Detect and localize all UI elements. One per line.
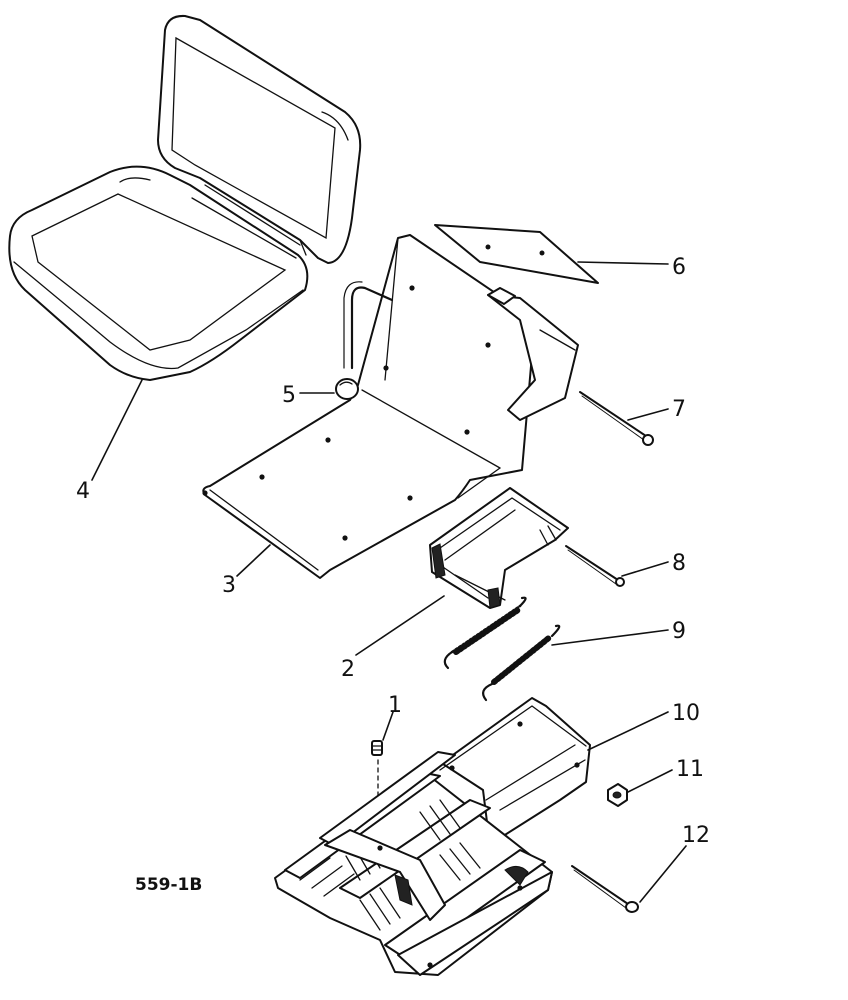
leader-1 (382, 711, 394, 741)
leader-8 (621, 561, 669, 577)
leader-3 (236, 544, 271, 577)
callout-8: 8 (672, 551, 686, 576)
callout-2: 2 (341, 657, 355, 682)
leader-lines (91, 261, 687, 903)
leader-12 (639, 845, 687, 903)
callout-12: 12 (682, 823, 710, 848)
leader-9 (551, 629, 669, 646)
cover-plate (434, 224, 599, 284)
hinge-bracket (429, 487, 569, 609)
callout-4: 4 (76, 479, 90, 504)
callout-6: 6 (672, 255, 686, 280)
leader-6 (577, 261, 669, 265)
adjustment-rod (343, 281, 394, 370)
leader-4 (91, 379, 143, 481)
callout-10: 10 (672, 701, 700, 726)
callout-11: 11 (676, 757, 704, 782)
callout-5: 5 (282, 383, 296, 408)
leader-7 (627, 408, 669, 421)
leader-11 (627, 769, 673, 793)
callout-7: 7 (672, 397, 686, 422)
adjuster-knob (335, 378, 359, 400)
callout-9: 9 (672, 619, 686, 644)
tension-springs (443, 596, 561, 702)
callout-3: 3 (222, 573, 236, 598)
leader-2 (355, 595, 445, 656)
pivot-pin-upper (579, 391, 654, 446)
seat-cushion-and-backrest (8, 14, 362, 381)
lock-nut (607, 783, 628, 807)
seat-pan-frame (202, 234, 579, 579)
seat-slide-rail-assembly (274, 697, 591, 976)
callout-1: 1 (388, 693, 402, 718)
callout-labels: 1 2 3 4 5 6 7 8 9 10 11 12 (76, 255, 710, 848)
figure-reference-code: 559-1B (135, 875, 202, 895)
slide-bolt (571, 865, 639, 913)
pivot-pin-lower (565, 545, 625, 587)
leader-10 (587, 711, 669, 751)
